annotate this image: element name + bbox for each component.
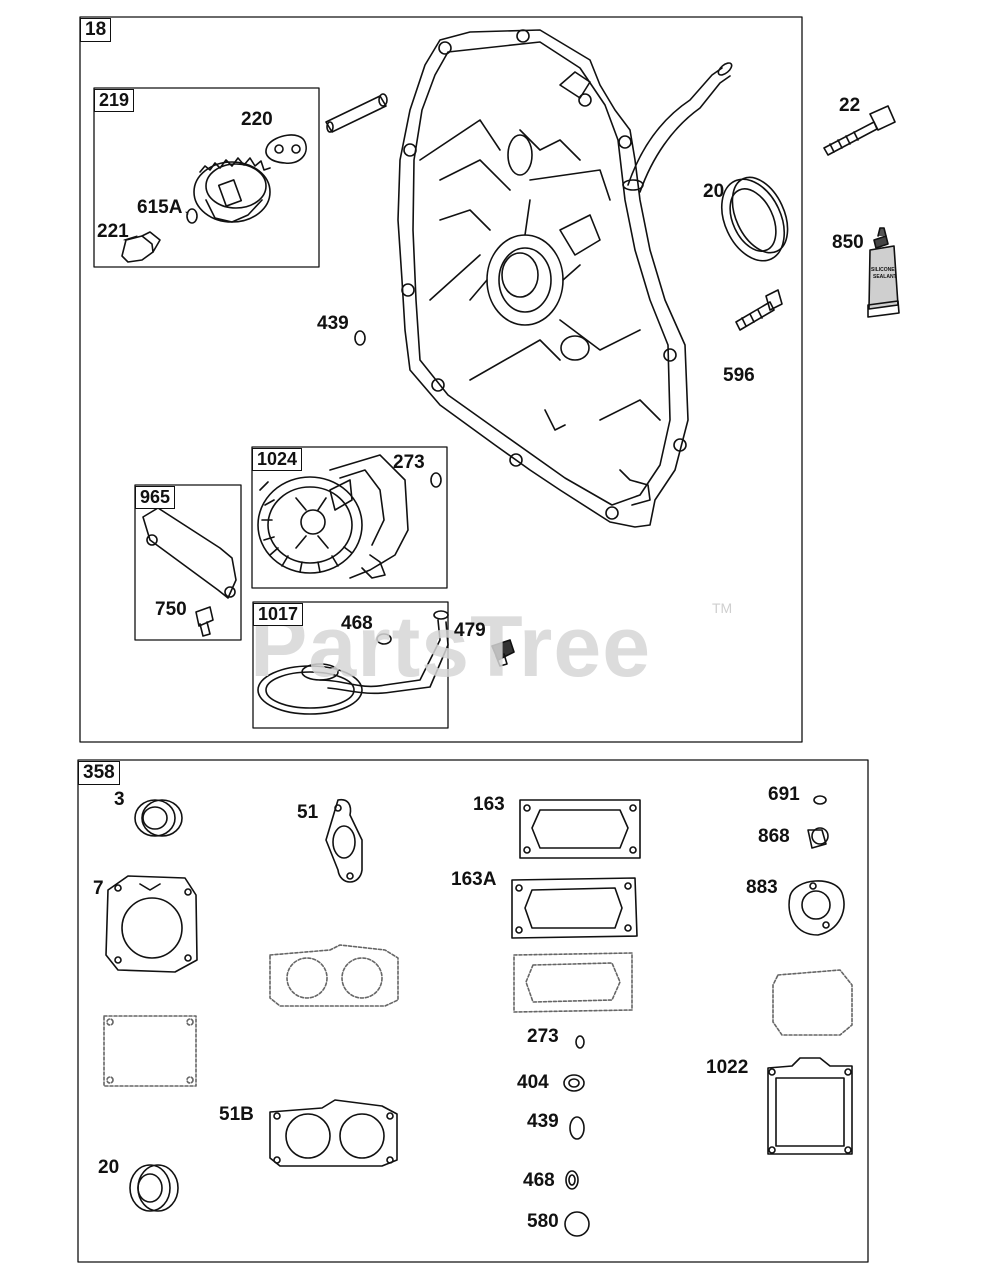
o-ring-439-icon — [354, 330, 366, 346]
section-358-tag: 358 — [78, 761, 120, 785]
kit-219-frame — [93, 87, 320, 268]
label-51b: 51B — [219, 1104, 254, 1125]
section-358-frame — [77, 759, 869, 1263]
gasket-163-icon — [519, 799, 641, 859]
oil-pump-1024-icon — [257, 454, 409, 579]
bolt-750-icon — [195, 606, 214, 637]
crankcase-cover-icon — [397, 29, 689, 528]
tube-text-2: SEALANT — [873, 274, 897, 280]
seal-20-bottom-icon — [129, 1164, 179, 1212]
sealant-tube-850-icon — [867, 227, 900, 318]
label-163a: 163A — [451, 869, 497, 890]
tube-text-1: SILICONE — [871, 267, 895, 273]
o-ring-439-bottom-icon — [569, 1116, 585, 1140]
label-615a: 615A — [137, 197, 183, 218]
gasket-dashed-163-icon — [513, 952, 633, 1013]
label-439-bottom: 439 — [527, 1111, 559, 1132]
label-404: 404 — [517, 1072, 549, 1093]
label-580: 580 — [527, 1211, 559, 1232]
label-468-bottom: 468 — [523, 1170, 555, 1191]
label-163: 163 — [473, 794, 505, 815]
oil-pickup-1017-icon — [257, 610, 449, 715]
label-273-bottom: 273 — [527, 1026, 559, 1047]
kit-219-tag: 219 — [94, 89, 135, 112]
section-18-frame — [79, 16, 803, 743]
leader-lines — [123, 211, 189, 241]
kit-965-tag: 965 — [135, 486, 176, 509]
watermark-logo: PartsTree — [250, 599, 652, 695]
washer-691-icon — [813, 795, 827, 805]
retainer-615a-icon — [186, 208, 198, 224]
seal-3-icon — [134, 799, 183, 837]
bolt-479-icon — [491, 639, 515, 667]
gasket-965-icon — [142, 507, 237, 599]
label-220: 220 — [241, 109, 273, 130]
o-ring-580-icon — [564, 1211, 590, 1237]
gasket-51-icon — [325, 798, 363, 883]
plug-868-icon — [807, 827, 829, 849]
label-20: 20 — [703, 181, 725, 202]
kit-965-frame — [134, 484, 242, 641]
label-439: 439 — [317, 313, 349, 334]
oil-seal-20-icon — [720, 176, 789, 262]
label-750: 750 — [155, 599, 187, 620]
label-691: 691 — [768, 784, 800, 805]
label-1022: 1022 — [706, 1057, 749, 1078]
o-ring-468-bottom-icon — [565, 1170, 579, 1190]
gasket-883-icon — [788, 880, 845, 936]
governor-cup-221-icon — [121, 231, 161, 263]
watermark-trademark: TM — [712, 600, 733, 616]
bolt-22-icon — [823, 105, 896, 156]
section-18-tag: 18 — [80, 18, 112, 42]
o-ring-273-bottom-icon — [575, 1035, 585, 1049]
gasket-dashed-left-icon — [103, 1015, 197, 1087]
label-883: 883 — [746, 877, 778, 898]
kit-1024-tag: 1024 — [252, 448, 303, 471]
gasket-dashed-middle-icon — [269, 944, 399, 1007]
o-ring-468-icon — [376, 633, 392, 645]
washer-220-icon — [265, 134, 307, 165]
label-51: 51 — [297, 802, 319, 823]
label-479: 479 — [454, 620, 486, 641]
dipstick-tube-icon — [622, 62, 733, 193]
governor-gear-icon — [193, 157, 271, 223]
label-7: 7 — [93, 878, 104, 899]
label-221: 221 — [97, 221, 129, 242]
label-20-bottom: 20 — [98, 1157, 120, 1178]
label-850: 850 — [832, 232, 864, 253]
label-22: 22 — [839, 95, 861, 116]
seal-404-icon — [563, 1074, 585, 1092]
label-468: 468 — [341, 613, 373, 634]
gasket-1022-icon — [767, 1057, 853, 1155]
kit-1017-frame — [252, 601, 449, 729]
gasket-163a-icon — [511, 877, 638, 939]
gasket-dashed-right-icon — [772, 969, 853, 1036]
gasket-51b-icon — [269, 1099, 398, 1167]
kit-1024-frame — [251, 446, 448, 589]
label-273: 273 — [393, 452, 425, 473]
o-ring-273-icon — [430, 472, 442, 488]
label-3: 3 — [114, 789, 125, 810]
cylinder-gasket-7-icon — [105, 875, 198, 973]
kit-1017-tag: 1017 — [253, 603, 304, 626]
label-868: 868 — [758, 826, 790, 847]
label-596: 596 — [723, 365, 755, 386]
governor-shaft-icon — [325, 93, 388, 133]
bolt-596-icon — [735, 289, 783, 331]
